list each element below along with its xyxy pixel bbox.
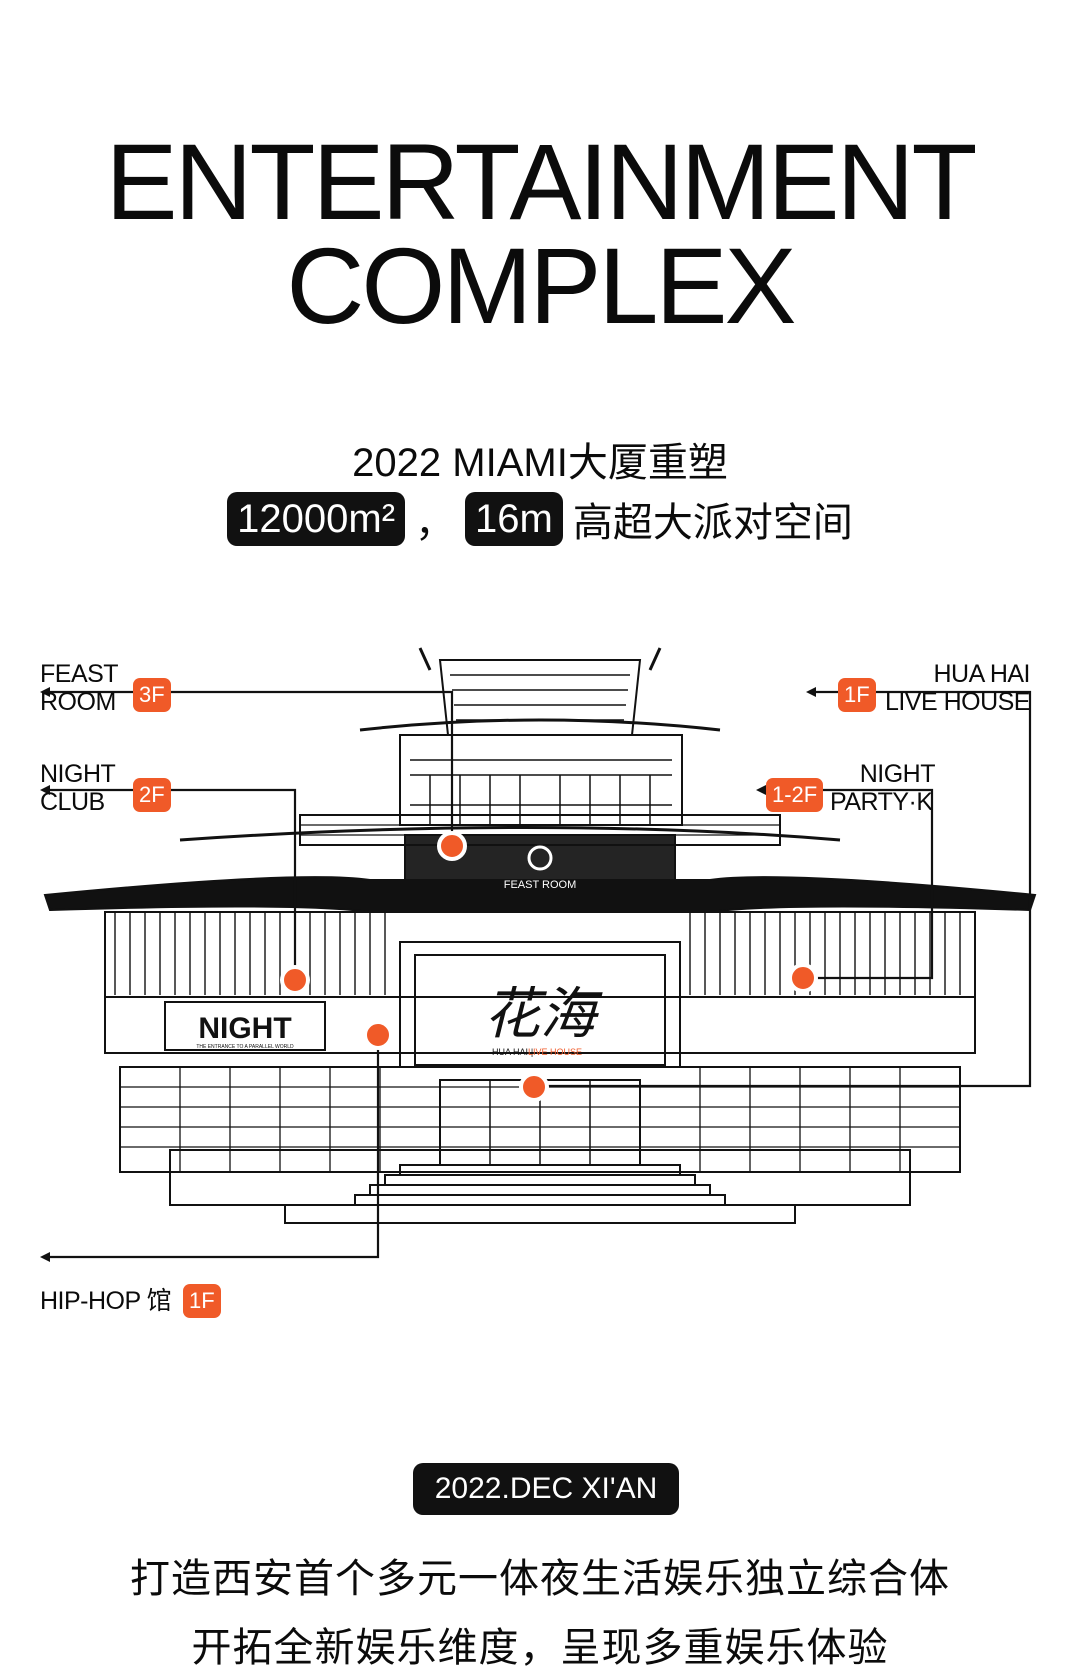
huahai-sign: 花海 HUA HAI | LIVE HOUSE (484, 982, 603, 1057)
night-club-label-line1: NIGHT (40, 760, 116, 788)
hua-hai-label: HUA HAI LIVE HOUSE (884, 660, 1031, 716)
huahai-calligraphy: 花海 (484, 982, 603, 1047)
night-party-label-line1: NIGHT (859, 760, 936, 788)
description-line-1: 打造西安首个多元一体夜生活娱乐独立综合体 (130, 1557, 950, 1601)
building-illustration: FEAST ROOM NIGHT THE ENTRANCE TO A PARAL… (40, 647, 1037, 1262)
night-club-label: NIGHT CLUB (40, 760, 116, 816)
night-sign-tagline: THE ENTRANCE TO A PARALLEL WORLD (196, 1044, 294, 1050)
area-pill: 12000m² (227, 492, 406, 546)
date-pill: 2022.DEC XI'AN (413, 1463, 679, 1515)
hiphop-floor-badge: 1F (183, 1284, 221, 1318)
subtitle-rest: 高超大派对空间 (572, 501, 853, 545)
feast-room-floor-badge: 3F (133, 678, 171, 712)
night-party-leader (760, 788, 934, 980)
subtitle-line-1: 2022 MIAMI大厦重塑 (352, 441, 728, 485)
title-line-2: COMPLEX (286, 225, 796, 346)
hua-hai-label-line1: HUA HAI (933, 660, 1030, 688)
night-club-leader (44, 788, 297, 980)
night-party-marker (788, 963, 818, 993)
night-party-label: NIGHT PARTY·K (830, 760, 936, 816)
night-party-floor-badge: 1-2F (766, 778, 824, 812)
hua-hai-label-line2: LIVE HOUSE (884, 688, 1031, 716)
feast-room-label-line1: FEAST (40, 660, 119, 688)
hiphop-marker (363, 1020, 393, 1050)
feast-room-label-line2: ROOM (40, 688, 116, 716)
night-club-marker (280, 965, 310, 995)
hua-hai-floor-badge: 1F (838, 678, 876, 712)
hua-hai-marker (519, 1072, 549, 1102)
night-club-floor-badge: 2F (133, 778, 171, 812)
huahai-live: LIVE HOUSE (528, 1047, 582, 1057)
hiphop-leader (44, 1035, 380, 1259)
feast-room-sign-text: FEAST ROOM (504, 879, 577, 891)
night-sign: NIGHT THE ENTRANCE TO A PARALLEL WORLD (196, 1012, 294, 1050)
night-sign-text: NIGHT (198, 1012, 291, 1045)
title-line-1: ENTERTAINMENT (105, 121, 977, 242)
huahai-sep: | (531, 1047, 533, 1057)
height-pill: 16m (465, 492, 563, 546)
feast-room-label: FEAST ROOM (40, 660, 119, 716)
location-markers (280, 831, 818, 1102)
night-club-label-line2: CLUB (40, 788, 105, 816)
subtitle-comma: ， (415, 501, 456, 545)
hua-hai-leader (534, 690, 1032, 1088)
huahai-en: HUA HAI (492, 1047, 528, 1057)
description-line-2: 开拓全新娱乐维度，呈现多重娱乐体验 (191, 1626, 889, 1670)
night-party-label-line2: PARTY·K (830, 788, 933, 816)
feast-room-marker (437, 831, 467, 861)
subtitle-line-2: 12000m² ， 16m 高超大派对空间 (0, 490, 1080, 548)
feast-room-leader (44, 690, 454, 845)
hiphop-label: HIP-HOP 馆 (40, 1287, 172, 1315)
